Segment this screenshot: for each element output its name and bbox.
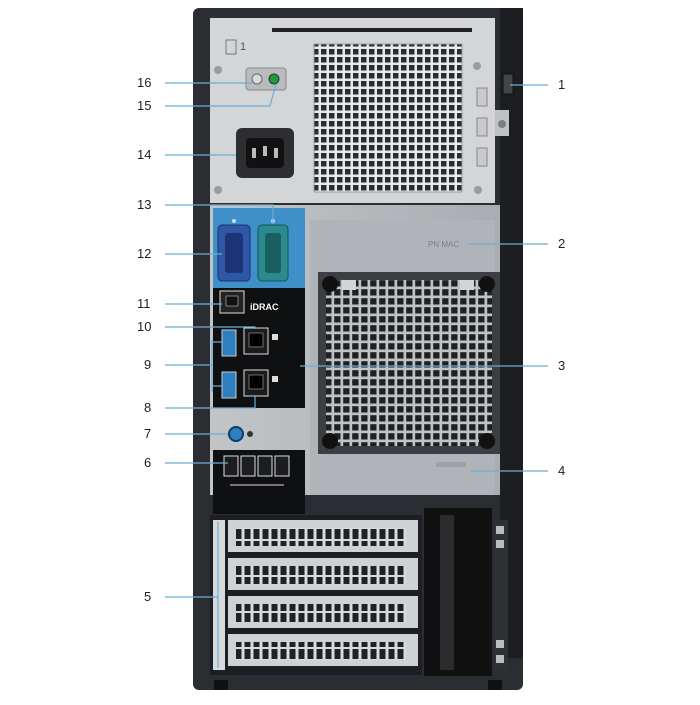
callout-2: 2 bbox=[558, 236, 566, 251]
usb3-port-bottom bbox=[221, 371, 237, 399]
rear-handle bbox=[424, 508, 492, 676]
callout-10: 10 bbox=[137, 319, 152, 334]
psu-status-led bbox=[268, 73, 280, 85]
psu-top-slot bbox=[272, 28, 472, 32]
usb2-port-1 bbox=[223, 455, 239, 477]
callout-16: 16 bbox=[137, 75, 152, 90]
callout-11: 11 bbox=[137, 296, 151, 311]
psu-fan-grille bbox=[313, 43, 463, 193]
usb3-port-top bbox=[221, 329, 237, 357]
system-fan-grille bbox=[326, 280, 492, 446]
system-id-button bbox=[228, 426, 244, 442]
callout-7: 7 bbox=[144, 426, 152, 441]
callout-5: 5 bbox=[144, 589, 152, 604]
pcie-slot-4 bbox=[228, 634, 418, 666]
callout-13: 13 bbox=[137, 197, 152, 212]
pcie-slot-1 bbox=[228, 520, 418, 552]
callout-9: 9 bbox=[144, 357, 152, 372]
callout-6: 6 bbox=[144, 455, 152, 470]
callout-12: 12 bbox=[137, 246, 152, 261]
idrac-label: iDRAC bbox=[250, 302, 279, 312]
callout-4: 4 bbox=[558, 463, 566, 478]
psu-diagnostic-button bbox=[251, 73, 263, 85]
pcie-slot-3 bbox=[228, 596, 418, 628]
callout-8: 8 bbox=[144, 400, 152, 415]
psu-warning-icon bbox=[225, 39, 237, 55]
chassis-side-strip bbox=[500, 8, 523, 658]
usb2-port-2 bbox=[240, 455, 256, 477]
callout-14: 14 bbox=[137, 147, 152, 162]
psu-mark: 1 bbox=[240, 41, 246, 53]
callout-3: 3 bbox=[558, 358, 566, 373]
usb2-port-4 bbox=[274, 455, 290, 477]
pcie-slot-2 bbox=[228, 558, 418, 590]
usb2-port-3 bbox=[257, 455, 273, 477]
chassis-lock bbox=[502, 73, 514, 95]
svg-text:PN MAC: PN MAC bbox=[428, 240, 459, 249]
callout-15: 15 bbox=[137, 98, 152, 113]
leader-lines bbox=[165, 82, 548, 668]
callout-1: 1 bbox=[558, 77, 566, 92]
